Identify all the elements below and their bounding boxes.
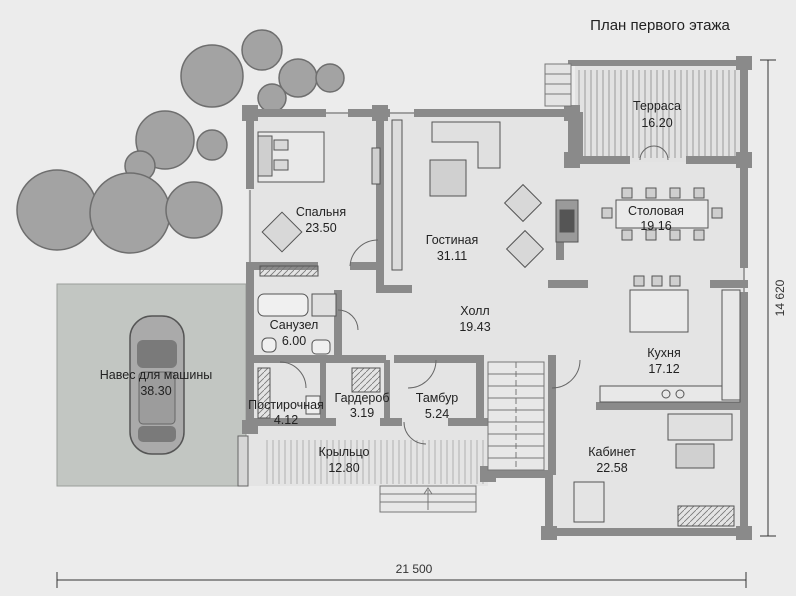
bedroom-door	[349, 239, 379, 267]
room-area-living: 31.11	[437, 249, 467, 263]
depth-dimension: 14 620	[773, 279, 787, 316]
tree	[315, 63, 345, 93]
tree	[180, 44, 244, 108]
room-area-vestibule: 5.24	[425, 407, 449, 421]
office-desk	[573, 481, 605, 523]
room-area-kitchen: 17.12	[648, 362, 679, 376]
room-name-dining: Столовая	[628, 204, 684, 218]
armchair	[261, 211, 303, 253]
room-area-office: 22.58	[596, 461, 627, 475]
car	[129, 315, 185, 455]
laundry-door	[279, 361, 307, 389]
room-name-bedroom: Спальня	[296, 205, 346, 219]
room-name-bathroom: Санузел	[270, 318, 319, 332]
tree	[241, 29, 283, 71]
room-area-bathroom: 6.00	[282, 334, 306, 348]
dimension-lines	[56, 59, 776, 588]
room-area-terrace: 16.20	[641, 116, 672, 130]
room-name-carport: Навес для машины	[100, 368, 212, 382]
wall-posts	[242, 56, 752, 540]
room-name-office: Кабинет	[588, 445, 636, 459]
bathtub	[257, 293, 309, 317]
toilet	[261, 337, 277, 353]
staircase	[487, 361, 545, 471]
room-name-wardrobe: Гардероб	[335, 391, 390, 405]
bathroom-door	[337, 309, 359, 331]
tree	[89, 172, 171, 254]
kitchen-island	[629, 289, 689, 333]
room-area-hall: 19.43	[459, 320, 490, 334]
furniture	[257, 119, 741, 527]
terrace-boards	[578, 70, 740, 158]
sofa	[431, 121, 501, 169]
room-name-kitchen: Кухня	[647, 346, 680, 360]
office-sofa	[667, 413, 733, 441]
room-area-carport: 38.30	[140, 384, 171, 398]
tree	[257, 83, 287, 113]
room-name-vestibule: Тамбур	[416, 391, 458, 405]
room-name-hall: Холл	[460, 304, 489, 318]
room-name-porch: Крыльцо	[319, 445, 370, 459]
terrace-steps	[544, 63, 572, 107]
plan-title: План первого этажа	[590, 17, 730, 34]
tree	[16, 169, 98, 251]
room-name-living: Гостиная	[426, 233, 478, 247]
vestibule-door	[407, 359, 437, 389]
room-name-terrace: Терраса	[633, 99, 681, 113]
carport-gate	[237, 435, 249, 487]
doors	[279, 145, 669, 445]
dining-table	[615, 199, 709, 229]
entrance-door	[403, 421, 427, 445]
width-dimension: 21 500	[396, 562, 433, 576]
windows	[249, 112, 745, 292]
terrace-door	[639, 145, 669, 161]
porch-boards	[262, 440, 484, 484]
room-area-bedroom: 23.50	[305, 221, 336, 235]
room-area-wardrobe: 3.19	[350, 406, 374, 420]
tree	[165, 181, 223, 239]
room-area-porch: 12.80	[328, 461, 359, 475]
office-door	[551, 359, 581, 389]
trees	[16, 29, 345, 254]
room-area-dining: 19.16	[640, 219, 671, 233]
tree	[196, 129, 228, 161]
room-name-laundry: Постирочная	[248, 398, 324, 412]
porch-steps	[379, 485, 477, 513]
room-area-laundry: 4.12	[274, 413, 298, 427]
